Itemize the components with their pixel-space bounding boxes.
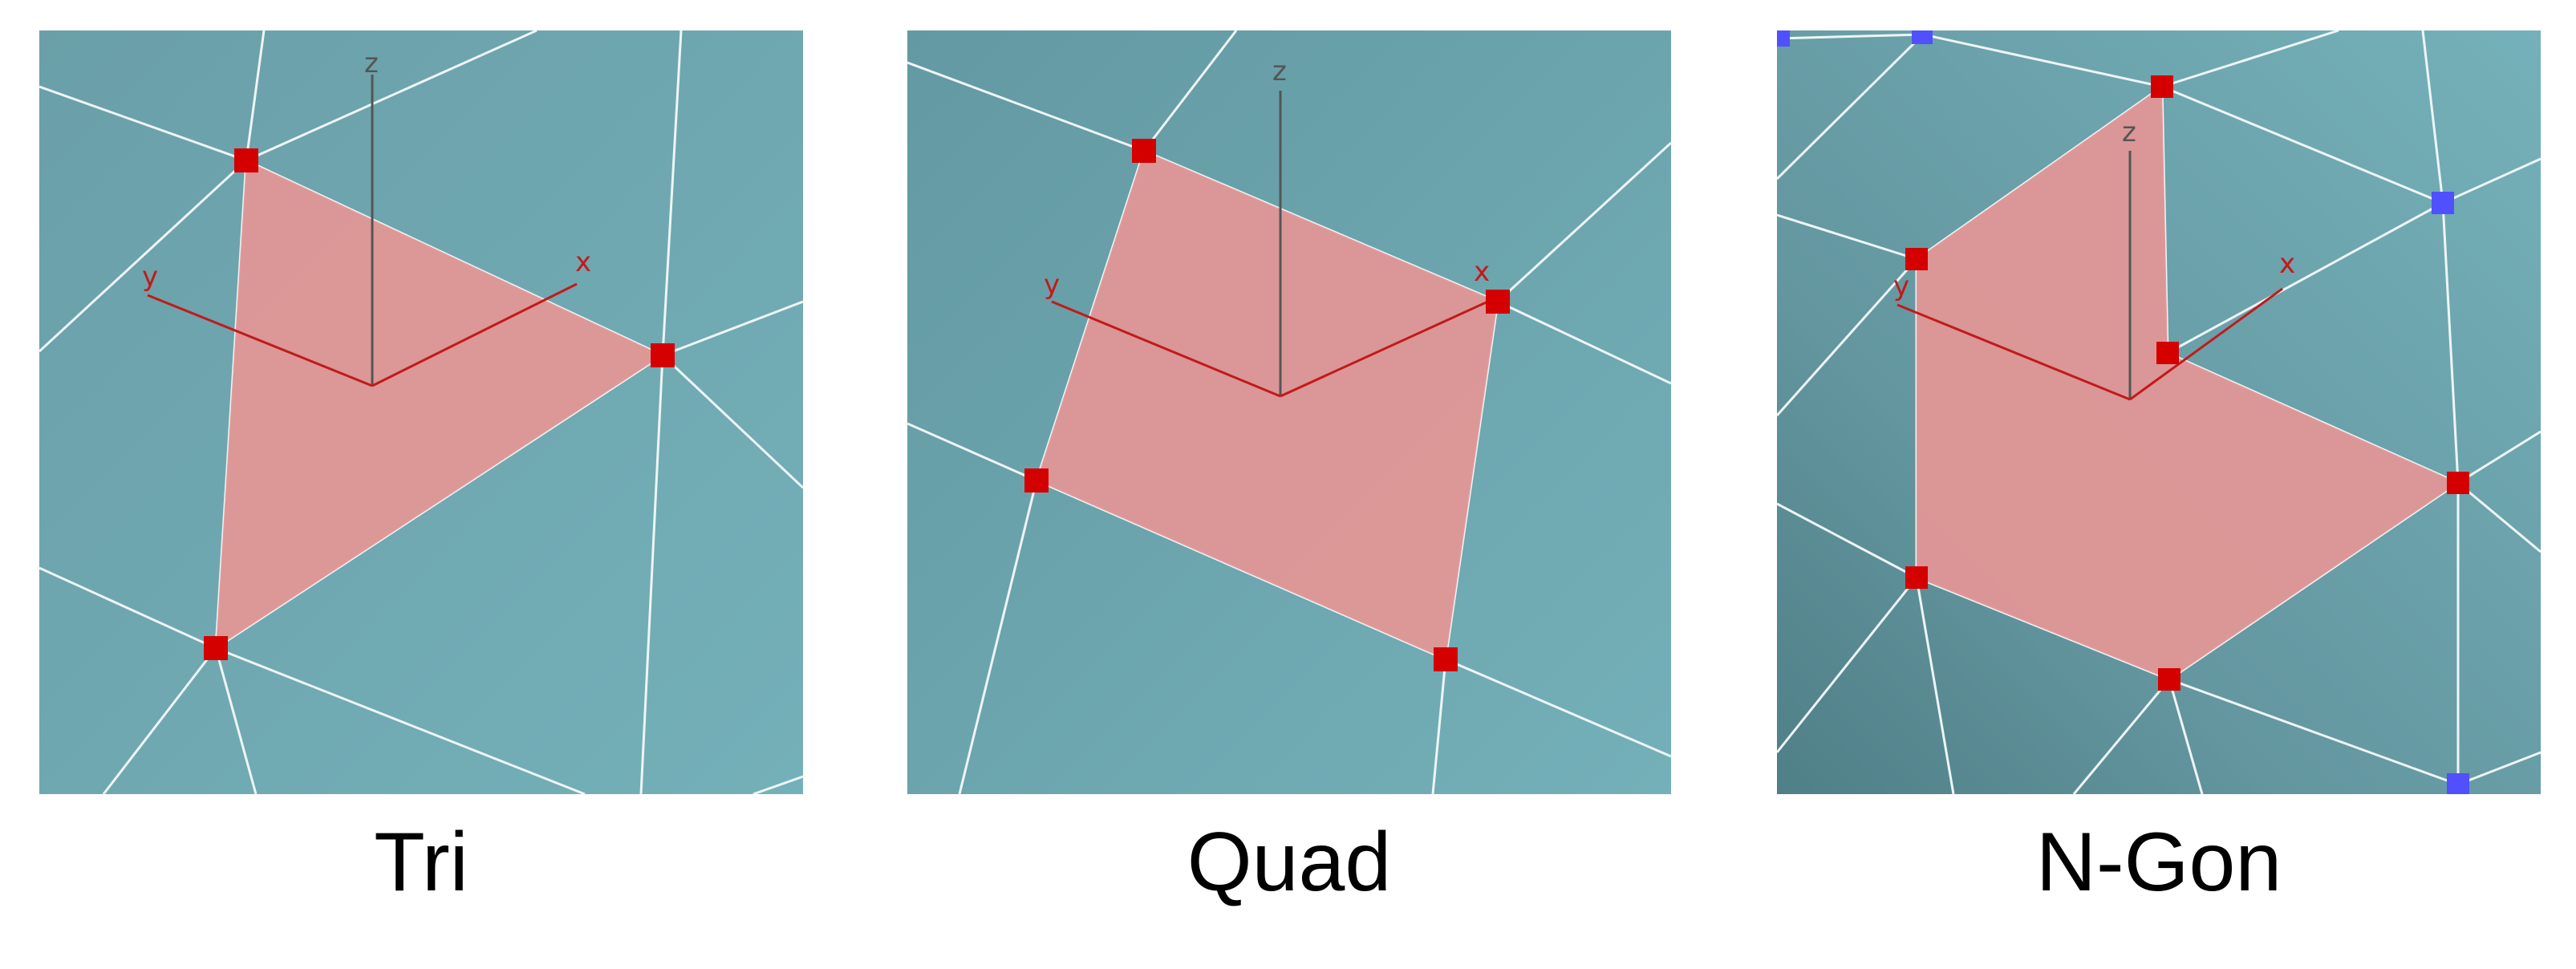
- x-axis: [2129, 287, 2283, 401]
- x-axis-label: x: [1474, 256, 1490, 288]
- vertex[interactable]: [1024, 468, 1049, 493]
- x-axis: [371, 282, 578, 387]
- tri-viewport: z y x: [39, 30, 803, 794]
- vertex[interactable]: [2151, 75, 2173, 98]
- z-axis-label: z: [364, 47, 379, 79]
- vertex[interactable]: [651, 343, 675, 367]
- vertex[interactable]: [2156, 342, 2179, 364]
- selected-vertices: [1024, 139, 1510, 671]
- x-axis-label: x: [2279, 248, 2295, 280]
- vertex[interactable]: [1777, 30, 1790, 47]
- vertex[interactable]: [2158, 668, 2180, 691]
- vertex[interactable]: [1905, 248, 1928, 270]
- caption-tri: Tri: [374, 816, 469, 909]
- local-axes: z y x: [1893, 116, 2295, 401]
- local-axes: z y x: [1044, 55, 1492, 398]
- y-axis: [1897, 303, 2131, 401]
- y-axis: [147, 294, 373, 387]
- y-axis-label: y: [1893, 270, 1909, 302]
- y-axis-label: y: [142, 261, 158, 293]
- x-axis: [1280, 298, 1492, 398]
- quad-viewport: z y x: [907, 30, 1671, 794]
- selected-vertices: [1905, 75, 2469, 691]
- selected-vertices: [204, 148, 675, 660]
- vertex[interactable]: [204, 636, 228, 660]
- quad-mesh-svg: z y x: [907, 30, 1671, 794]
- unselected-vertices: [1777, 30, 2469, 794]
- z-axis-label: z: [1272, 55, 1287, 87]
- selected-face: [1036, 151, 1498, 659]
- ngon-mesh-svg: z y x: [1777, 30, 2541, 794]
- vertex[interactable]: [1132, 139, 1156, 163]
- vertex[interactable]: [1434, 647, 1458, 671]
- vertex[interactable]: [1486, 290, 1510, 314]
- ngon-viewport: z y x: [1777, 30, 2541, 794]
- caption-ngon: N-Gon: [2035, 816, 2282, 909]
- vertex[interactable]: [1905, 566, 1928, 589]
- vertex[interactable]: [2432, 192, 2454, 214]
- y-axis: [1051, 300, 1281, 398]
- x-axis-label: x: [575, 246, 591, 278]
- selected-face: [216, 160, 663, 648]
- z-axis-label: z: [2122, 116, 2136, 148]
- vertex[interactable]: [2447, 472, 2469, 494]
- tri-mesh-svg: z y x: [39, 30, 803, 794]
- vertex[interactable]: [234, 148, 258, 172]
- vertex[interactable]: [2447, 773, 2469, 794]
- selected-face: [1917, 87, 2458, 679]
- y-axis-label: y: [1044, 269, 1060, 301]
- vertex[interactable]: [1912, 30, 1933, 44]
- local-axes: z y x: [142, 47, 591, 387]
- caption-quad: Quad: [1187, 816, 1392, 909]
